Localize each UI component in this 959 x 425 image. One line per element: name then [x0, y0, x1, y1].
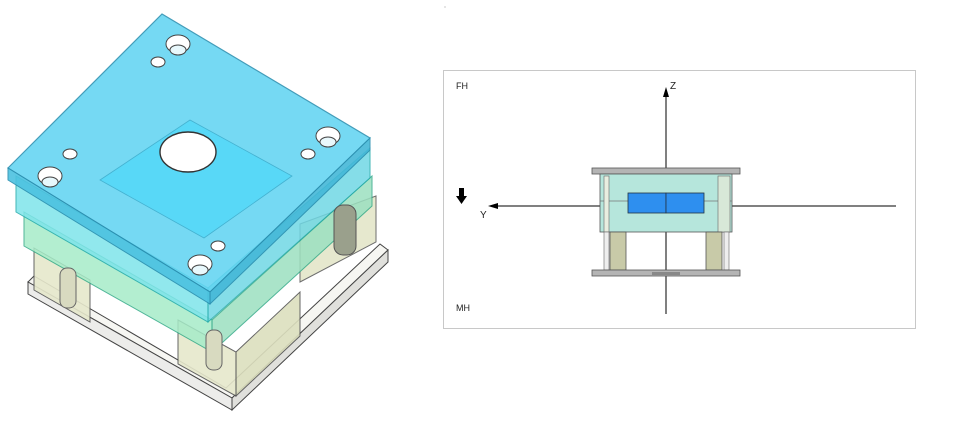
y-axis-label: Y [480, 210, 487, 221]
support-pillar-right [705, 231, 723, 271]
orthographic-view-panel: FH MH Z Y [443, 70, 916, 329]
top-plate-section [591, 167, 741, 175]
orthographic-view [456, 87, 896, 314]
core-insert-left [627, 192, 667, 214]
top-marker [444, 6, 446, 8]
guide-pillars [59, 204, 357, 371]
z-axis-arrow [663, 87, 669, 97]
screw-holes [37, 34, 341, 276]
y-axis-arrow [488, 203, 498, 209]
mold-isometric-view [7, 13, 389, 412]
z-axis-label: Z [670, 81, 677, 92]
sprue-hole [159, 131, 217, 173]
core-insert-right [665, 192, 705, 214]
moving-half-label: MH [456, 303, 470, 313]
support-pillar-left [609, 231, 627, 271]
fixed-half-label: FH [456, 81, 468, 91]
view-direction-arrow-icon [456, 188, 467, 204]
